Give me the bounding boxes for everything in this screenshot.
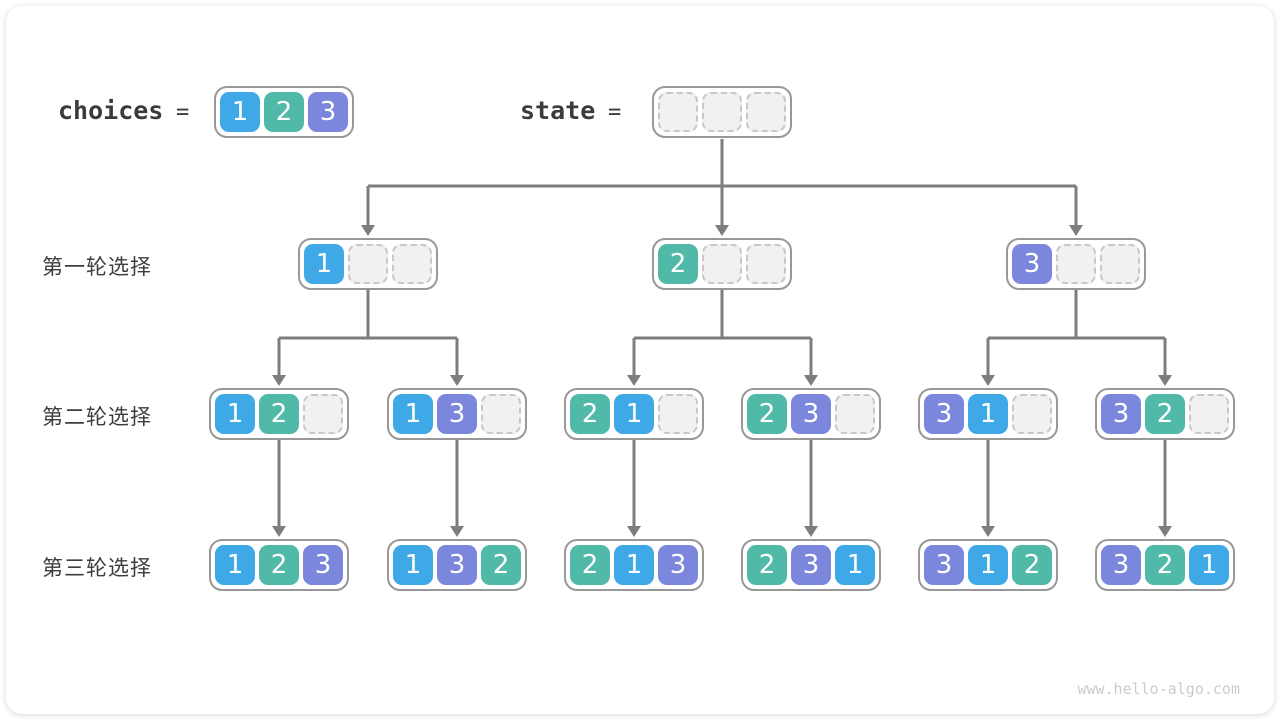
choice-cell-3: 3 [791,545,831,585]
choice-cell-3: 3 [1101,545,1141,585]
choice-cell-3: 3 [1101,394,1141,434]
choice-cell-3: 3 [437,545,477,585]
empty-slot-cell [348,244,388,284]
tree-node-r1-2: 2 [652,238,792,290]
row-label-round-3: 第三轮选择 [42,557,152,580]
choice-cell-1: 1 [393,394,433,434]
choice-cell-2: 2 [747,545,787,585]
empty-slot-cell [702,244,742,284]
choice-cell-3: 3 [303,545,343,585]
choice-cell-3: 3 [924,545,964,585]
row-label-round-2: 第二轮选择 [42,406,152,429]
row-label-round-1: 第一轮选择 [42,256,152,279]
empty-slot-cell [1189,394,1229,434]
choice-cell-1: 1 [968,394,1008,434]
choices-equals-sign: = [176,100,190,125]
choice-cell-1: 1 [968,545,1008,585]
choice-cell-2: 2 [1145,394,1185,434]
state-equals-sign: = [608,100,622,125]
state-array-box [652,86,792,138]
choice-cell-3: 3 [791,394,831,434]
choice-cell-1: 1 [393,545,433,585]
empty-slot-cell [392,244,432,284]
empty-slot-cell [658,394,698,434]
choice-cell-3: 3 [437,394,477,434]
choice-cell-3: 3 [308,92,348,132]
empty-slot-cell [1100,244,1140,284]
empty-slot-cell [746,244,786,284]
choice-cell-1: 1 [304,244,344,284]
choice-cell-2: 2 [259,394,299,434]
tree-node-r1-1: 1 [298,238,438,290]
choice-cell-2: 2 [658,244,698,284]
empty-slot-cell [835,394,875,434]
empty-slot-cell [1056,244,1096,284]
choice-cell-2: 2 [481,545,521,585]
choice-cell-3: 3 [1012,244,1052,284]
choice-cell-1: 1 [220,92,260,132]
choice-cell-1: 1 [215,394,255,434]
empty-slot-cell [702,92,742,132]
choice-cell-2: 2 [747,394,787,434]
choice-cell-2: 2 [1145,545,1185,585]
empty-slot-cell [481,394,521,434]
choices-label: choices [58,96,164,125]
choice-cell-2: 2 [570,394,610,434]
empty-slot-cell [658,92,698,132]
choice-cell-1: 1 [835,545,875,585]
choice-cell-2: 2 [570,545,610,585]
watermark: www.hello-algo.com [1077,680,1240,698]
empty-slot-cell [746,92,786,132]
choice-cell-1: 1 [215,545,255,585]
choice-cell-3: 3 [924,394,964,434]
tree-node-r1-3: 3 [1006,238,1146,290]
choice-cell-3: 3 [658,545,698,585]
empty-slot-cell [303,394,343,434]
choice-cell-1: 1 [614,394,654,434]
choice-cell-2: 2 [1012,545,1052,585]
empty-slot-cell [1012,394,1052,434]
choice-cell-1: 1 [614,545,654,585]
choice-cell-1: 1 [1189,545,1229,585]
choice-cell-2: 2 [264,92,304,132]
choice-cell-2: 2 [259,545,299,585]
state-label: state [520,96,596,125]
